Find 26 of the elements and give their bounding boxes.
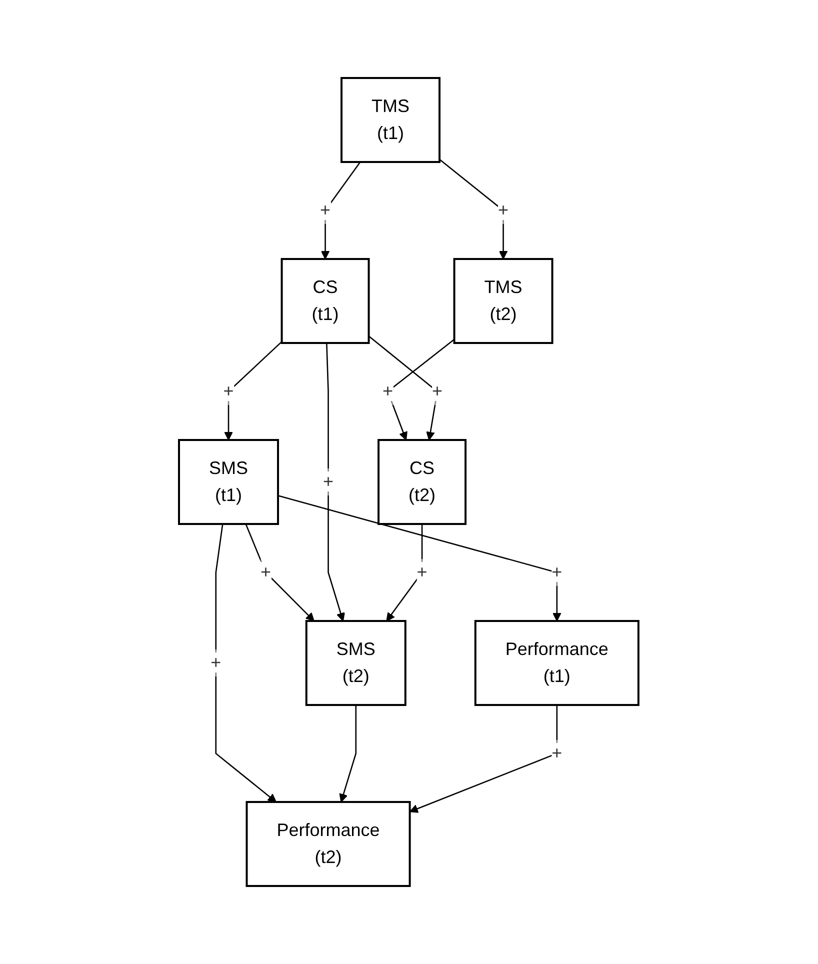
arrow (245, 524, 315, 622)
arrow (339, 705, 357, 802)
edge-label: + (320, 200, 331, 220)
node-box: TMS (t1) (340, 77, 441, 163)
edge-label: + (552, 562, 562, 582)
edge-label: + (323, 471, 334, 492)
edge-label: + (432, 380, 443, 401)
edge-label: + (498, 200, 509, 220)
edge-label: + (210, 652, 222, 672)
node-box: Performance (t1) (474, 620, 640, 706)
edge-label: + (552, 742, 562, 763)
edge-label: + (224, 380, 234, 401)
arrow (386, 524, 423, 622)
arrow (368, 336, 438, 440)
node-box: SMS (t2) (306, 620, 407, 706)
edge-label: + (260, 562, 272, 582)
arrow (410, 705, 558, 813)
edge-label: + (382, 380, 394, 401)
arrow (216, 524, 277, 802)
node-box: TMS (t2) (454, 258, 554, 344)
edge-label: + (417, 562, 428, 582)
arrow (326, 342, 346, 622)
node-box: CS (t2) (378, 439, 467, 525)
node-box: SMS (t1) (178, 439, 280, 525)
node-box: Performance (t2) (246, 800, 412, 887)
node-box: CS (t1) (281, 258, 370, 344)
